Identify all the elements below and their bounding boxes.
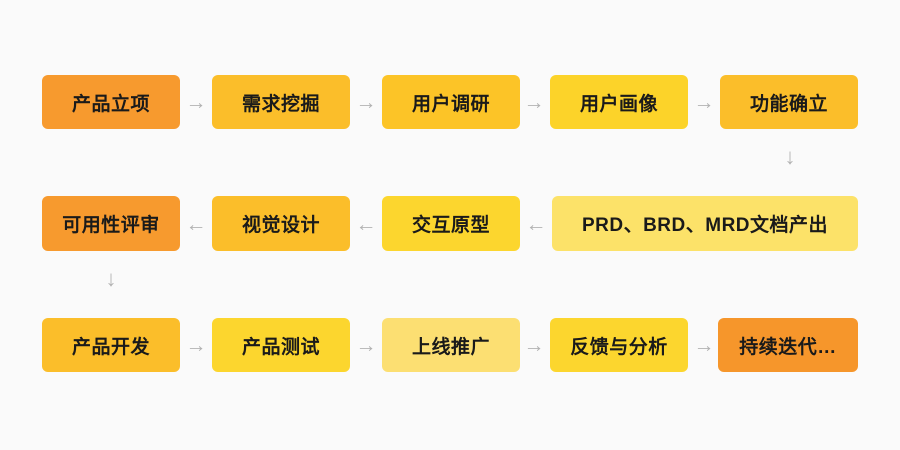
- flow-node-n5[interactable]: 功能确立: [720, 75, 858, 129]
- flow-arrow-right-a12: →: [523, 333, 545, 357]
- flow-arrow-down-a5: ↓: [784, 144, 796, 169]
- flow-arrow-left-a6: ←: [525, 212, 547, 236]
- flow-arrow-right-a1: →: [185, 90, 207, 114]
- flow-node-n7[interactable]: 视觉设计: [212, 196, 350, 251]
- flow-arrow-right-a2: →: [355, 90, 377, 114]
- flow-node-n14[interactable]: 持续迭代…: [718, 318, 858, 372]
- flow-node-n11[interactable]: 产品测试: [212, 318, 350, 372]
- flow-arrow-right-a3: →: [523, 90, 545, 114]
- flow-node-n6[interactable]: 可用性评审: [42, 196, 180, 251]
- flow-node-n4[interactable]: 用户画像: [550, 75, 688, 129]
- flow-node-n1[interactable]: 产品立项: [42, 75, 180, 129]
- flow-node-n9[interactable]: PRD、BRD、MRD文档产出: [552, 196, 858, 251]
- flow-arrow-right-a13: →: [693, 333, 715, 357]
- flow-arrow-left-a8: ←: [185, 212, 207, 236]
- flow-node-n10[interactable]: 产品开发: [42, 318, 180, 372]
- flow-node-n13[interactable]: 反馈与分析: [550, 318, 688, 372]
- flow-node-n12[interactable]: 上线推广: [382, 318, 520, 372]
- flow-arrow-right-a11: →: [355, 333, 377, 357]
- flow-node-n8[interactable]: 交互原型: [382, 196, 520, 251]
- flow-arrow-right-a4: →: [693, 90, 715, 114]
- flow-arrow-down-a9: ↓: [105, 266, 117, 291]
- flow-arrow-left-a7: ←: [355, 212, 377, 236]
- flow-node-n2[interactable]: 需求挖掘: [212, 75, 350, 129]
- flow-arrow-right-a10: →: [185, 333, 207, 357]
- flow-node-n3[interactable]: 用户调研: [382, 75, 520, 129]
